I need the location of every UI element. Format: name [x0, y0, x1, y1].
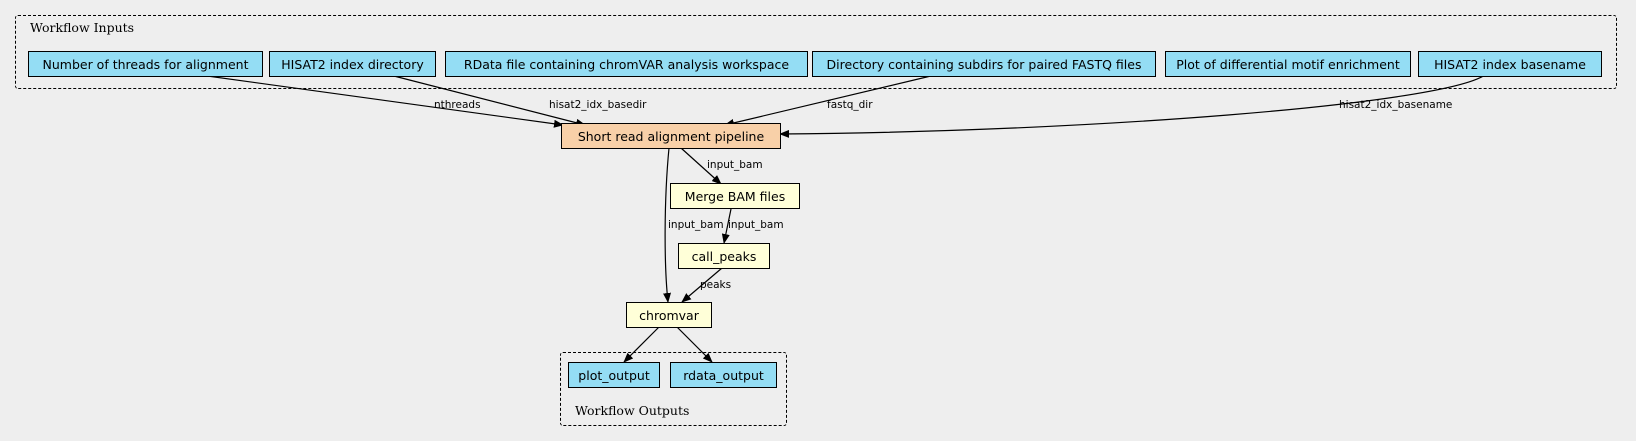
step-call-peaks[interactable]: call_peaks — [678, 243, 770, 269]
input-hisat2-index-basename[interactable]: HISAT2 index basename — [1418, 51, 1602, 77]
output-rdata[interactable]: rdata_output — [670, 362, 777, 388]
input-fastq-directory[interactable]: Directory containing subdirs for paired … — [812, 51, 1156, 77]
edge-label-nthreads: nthreads — [434, 99, 481, 111]
workflow-outputs-cluster: Workflow Outputs — [560, 352, 787, 426]
edge-label-peaks-to-chromvar: peaks — [700, 279, 732, 291]
edge-label-merge-to-peaks: input_bam — [728, 219, 784, 231]
edge-chromvar-to-plot — [623, 326, 660, 363]
input-number-of-threads[interactable]: Number of threads for alignment — [28, 51, 263, 77]
edge-label-align-to-merge: input_bam — [707, 159, 763, 171]
step-chromvar[interactable]: chromvar — [626, 302, 712, 328]
edge-hisat2-idx-basedir — [389, 74, 586, 127]
input-plot-motif-enrichment[interactable]: Plot of differential motif enrichment — [1165, 51, 1411, 77]
edge-nthreads — [199, 74, 564, 128]
edge-chromvar-to-rdata — [676, 326, 713, 363]
input-hisat2-index-directory[interactable]: HISAT2 index directory — [269, 51, 436, 77]
workflow-inputs-label: Workflow Inputs — [30, 20, 135, 35]
workflow-outputs-label: Workflow Outputs — [575, 403, 690, 418]
input-rdata-file[interactable]: RData file containing chromVAR analysis … — [445, 51, 808, 77]
edge-label-fastq-dir: fastq_dir — [827, 99, 873, 111]
workflow-inputs-cluster: Workflow Inputs — [15, 15, 1617, 89]
edge-merge-to-peaks — [721, 208, 732, 244]
edge-align-to-merge — [680, 147, 722, 185]
step-short-read-alignment[interactable]: Short read alignment pipeline — [561, 123, 781, 149]
edge-hisat2-idx-basename — [779, 74, 1486, 138]
edge-label-hisat2-idx-basedir: hisat2_idx_basedir — [549, 99, 647, 111]
output-plot[interactable]: plot_output — [568, 362, 660, 388]
edge-label-align-to-chromvar: input_bam — [668, 219, 724, 231]
edge-peaks-to-chromvar — [681, 267, 723, 303]
step-merge-bam-files[interactable]: Merge BAM files — [670, 183, 800, 209]
edge-label-hisat2-idx-basename: hisat2_idx_basename — [1339, 99, 1453, 111]
edge-align-to-chromvar — [663, 147, 672, 303]
edge-fastq-dir — [724, 74, 936, 127]
